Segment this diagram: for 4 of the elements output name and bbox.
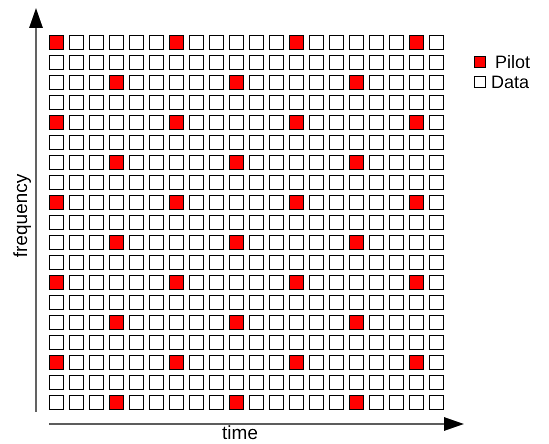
legend-label: Pilot [495,53,530,71]
axis-label: frequency [12,174,32,258]
legend-label: Data [491,73,530,91]
axis-label: time [222,424,258,443]
